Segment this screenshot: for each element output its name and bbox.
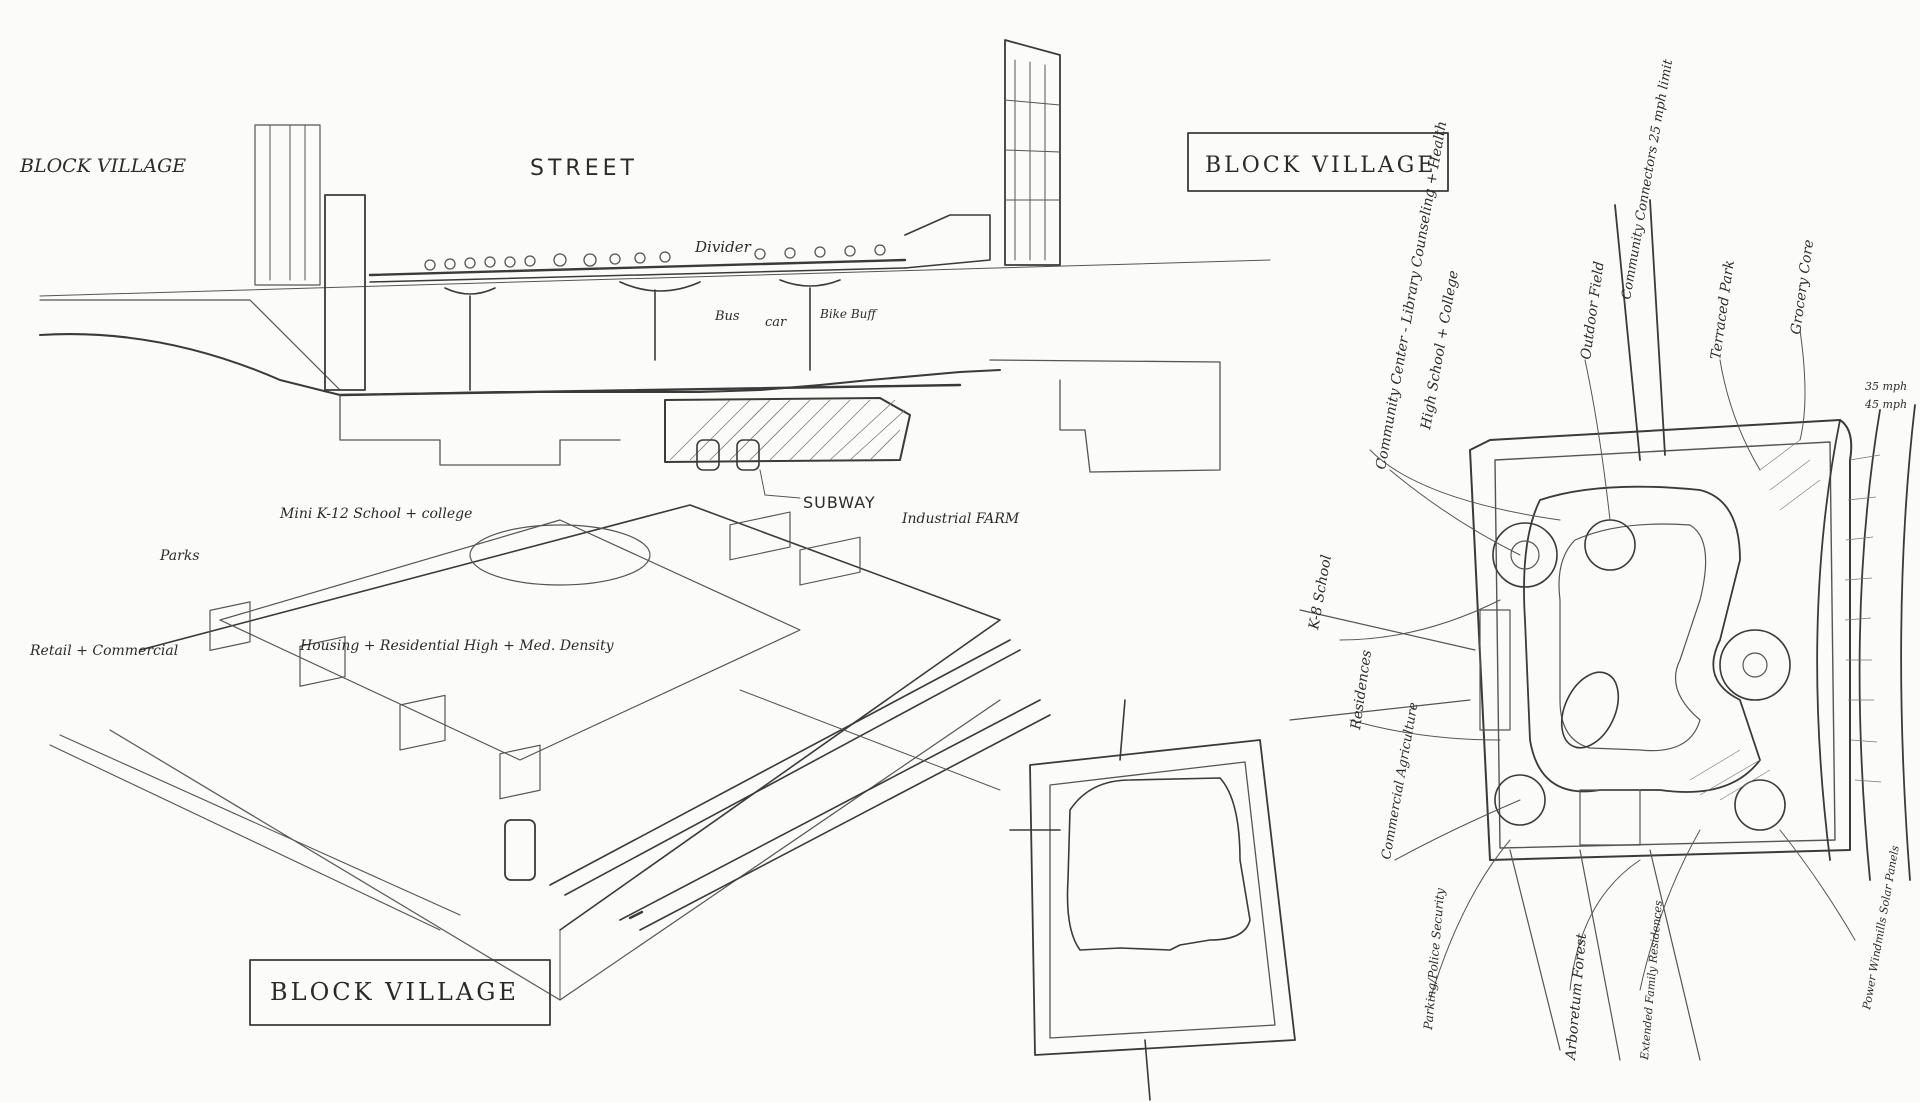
label-industrial-farm: Industrial FARM: [901, 511, 1020, 527]
label-divider: Divider: [694, 238, 752, 256]
label-speed-35: 35 mph: [1865, 380, 1907, 393]
title-block-village-bottom: BLOCK VILLAGE: [270, 978, 519, 1006]
label-high-school: High School + College: [1418, 269, 1462, 431]
label-residences: Residences: [1348, 649, 1375, 732]
label-power: Power Windmills Solar Panels: [1860, 844, 1902, 1011]
label-speed-45: 45 mph: [1864, 398, 1907, 411]
label-k8-school: K-8 School: [1306, 554, 1335, 632]
label-community-connectors: Community Connectors 25 mph limit: [1619, 58, 1676, 301]
label-terraced-park: Terraced Park: [1708, 259, 1738, 360]
label-street: STREET: [530, 156, 638, 181]
label-outdoor-field: Outdoor Field: [1578, 260, 1608, 360]
title-block-village-top: BLOCK VILLAGE: [1205, 153, 1436, 178]
label-commercial-agriculture: Commercial Agriculture: [1379, 701, 1421, 861]
title-box-top: [1187, 132, 1449, 192]
label-car: car: [765, 315, 787, 330]
label-subway: SUBWAY: [803, 493, 876, 512]
label-bus: Bus: [714, 309, 740, 324]
label-mini-school: Mini K-12 School + college: [279, 506, 472, 522]
label-parks: Parks: [159, 548, 200, 564]
label-arboretum: Arboretum Forest: [1563, 932, 1590, 1062]
label-bike-buff: Bike Buff: [819, 307, 878, 321]
street-section-drawing: [39, 39, 1271, 473]
small-block-plan: [1009, 699, 1296, 1101]
label-housing: Housing + Residential High + Med. Densit…: [299, 638, 615, 654]
label-retail: Retail + Commercial: [29, 643, 178, 659]
label-grocery-core: Grocery Core: [1788, 239, 1817, 336]
title-box-bottom: [249, 959, 551, 1026]
site-plan-drawing: [1289, 199, 1916, 1061]
label-block-village-left: BLOCK VILLAGE: [19, 155, 186, 177]
perspective-drawing: [49, 504, 1051, 1001]
